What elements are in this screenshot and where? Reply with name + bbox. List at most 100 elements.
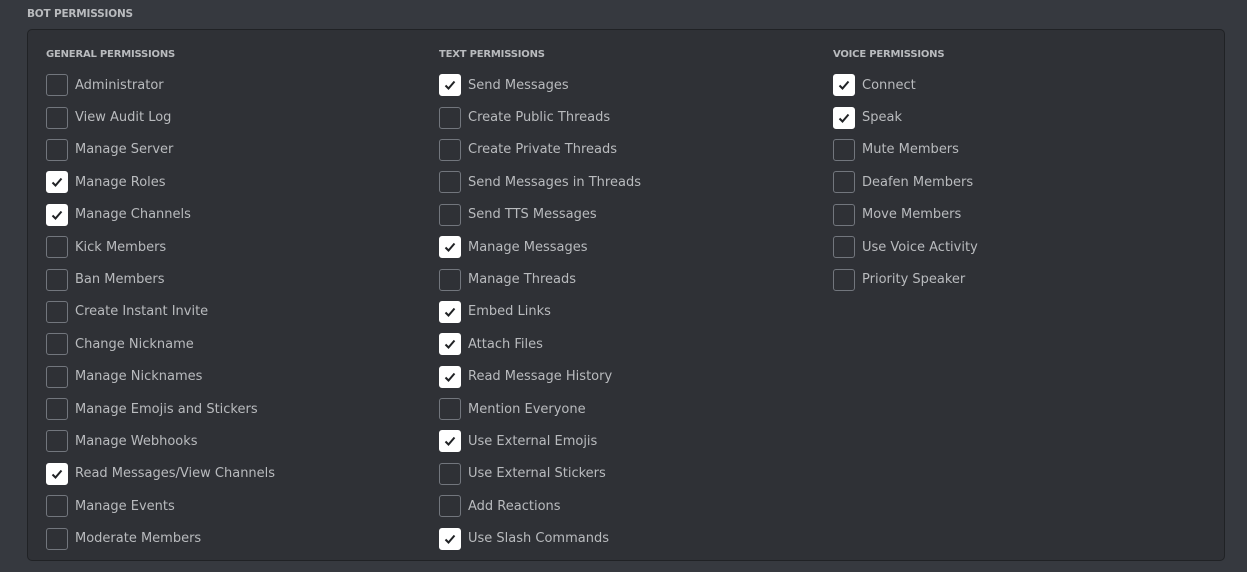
permission-checkbox[interactable] [46,527,68,550]
permission-checkbox[interactable] [46,300,68,323]
checkmark-icon [838,113,850,123]
permission-checkbox[interactable] [46,74,68,97]
permission-item[interactable]: Manage Roles [46,166,275,198]
checkmark-icon [444,81,456,91]
permission-item[interactable]: Mention Everyone [439,393,641,425]
permission-label: Attach Files [468,336,543,352]
permission-item[interactable]: Change Nickname [46,328,275,360]
permission-checkbox[interactable] [439,236,461,259]
permission-checkbox[interactable] [46,430,68,453]
column-heading: GENERAL PERMISSIONS [46,49,176,60]
permission-checkbox[interactable] [833,203,855,226]
permission-checkbox[interactable] [439,365,461,388]
permission-item[interactable]: Create Public Threads [439,101,641,133]
permission-item[interactable]: Priority Speaker [833,263,978,295]
permission-item[interactable]: Read Message History [439,361,641,393]
checkmark-icon [51,210,63,220]
permission-checkbox[interactable] [439,268,461,291]
permission-item[interactable]: Connect [833,69,978,101]
column-heading: TEXT PERMISSIONS [439,49,545,60]
permission-item[interactable]: Speak [833,101,978,133]
permission-checkbox[interactable] [46,171,68,194]
permission-checkbox[interactable] [439,74,461,97]
permission-item[interactable]: Moderate Members [46,522,275,554]
permission-item[interactable]: Move Members [833,199,978,231]
permission-checkbox[interactable] [46,462,68,485]
permission-checkbox[interactable] [46,268,68,291]
permission-item[interactable]: Use Slash Commands [439,522,641,554]
permission-label: Mute Members [862,142,959,158]
permission-item[interactable]: Create Private Threads [439,134,641,166]
permission-item[interactable]: Kick Members [46,231,275,263]
permission-item[interactable]: Manage Threads [439,263,641,295]
permission-checkbox[interactable] [46,106,68,129]
permission-checkbox[interactable] [833,236,855,259]
permission-item[interactable]: Send TTS Messages [439,199,641,231]
checkmark-icon [444,242,456,253]
permission-checkbox[interactable] [439,106,461,129]
permission-checkbox[interactable] [439,138,461,161]
permission-checkbox[interactable] [46,333,68,356]
permission-item[interactable]: Manage Events [46,490,275,522]
permission-label: Manage Server [75,142,174,158]
permission-item[interactable]: Manage Channels [46,199,275,231]
permission-label: Use External Emojis [468,433,598,449]
permission-checkbox[interactable] [439,300,461,323]
permission-label: Manage Nicknames [75,369,203,385]
permission-item[interactable]: Manage Server [46,134,275,166]
permission-checkbox[interactable] [46,138,68,161]
permission-label: Move Members [862,207,962,223]
permission-item[interactable]: Deafen Members [833,166,978,198]
permission-checkbox[interactable] [46,495,68,518]
permission-item[interactable]: Manage Nicknames [46,361,275,393]
permission-item[interactable]: Mute Members [833,134,978,166]
permission-checkbox[interactable] [439,203,461,226]
permission-item[interactable]: Use External Stickers [439,458,641,490]
permission-label: View Audit Log [75,110,172,126]
permission-checkbox[interactable] [439,495,461,518]
permission-checkbox[interactable] [833,171,855,194]
permission-label: Mention Everyone [468,401,586,417]
permission-checkbox[interactable] [833,268,855,291]
permission-label: Create Public Threads [468,110,611,126]
permission-label: Change Nickname [75,336,194,352]
permission-checkbox[interactable] [439,333,461,356]
permission-checkbox[interactable] [439,430,461,453]
permission-checkbox[interactable] [439,171,461,194]
permission-item[interactable]: Read Messages/View Channels [46,458,275,490]
permission-checkbox[interactable] [439,527,461,550]
checkmark-icon [444,372,456,382]
permission-item[interactable]: Ban Members [46,263,275,295]
permission-checkbox[interactable] [46,236,68,259]
permission-item[interactable]: Administrator [46,69,275,101]
permission-item[interactable]: Use External Emojis [439,425,641,457]
permission-checkbox[interactable] [439,398,461,421]
permission-item[interactable]: Embed Links [439,296,641,328]
permission-item[interactable]: Manage Emojis and Stickers [46,393,275,425]
permission-label: Kick Members [75,239,167,255]
permission-item[interactable]: Add Reactions [439,490,641,522]
permission-checkbox[interactable] [46,365,68,388]
permission-label: Manage Channels [75,207,191,223]
permission-item[interactable]: Use Voice Activity [833,231,978,263]
checkmark-icon [838,81,850,91]
permission-item[interactable]: Attach Files [439,328,641,360]
permission-item[interactable]: Manage Webhooks [46,425,275,457]
permission-item[interactable]: Manage Messages [439,231,641,263]
permission-checkbox[interactable] [439,462,461,485]
permission-label: Moderate Members [75,531,202,547]
permission-checkbox[interactable] [833,74,855,97]
permission-label: Send TTS Messages [468,207,597,223]
permission-checkbox[interactable] [833,106,855,129]
checkmark-icon [444,534,456,544]
permission-label: Speak [862,110,902,126]
permission-checkbox[interactable] [46,398,68,421]
permission-checkbox[interactable] [833,138,855,161]
permission-item[interactable]: Send Messages in Threads [439,166,641,198]
permission-item[interactable]: Create Instant Invite [46,296,275,328]
permission-item[interactable]: Send Messages [439,69,641,101]
permission-label: Send Messages [468,77,569,93]
permission-checkbox[interactable] [46,203,68,226]
permission-item[interactable]: View Audit Log [46,101,275,133]
